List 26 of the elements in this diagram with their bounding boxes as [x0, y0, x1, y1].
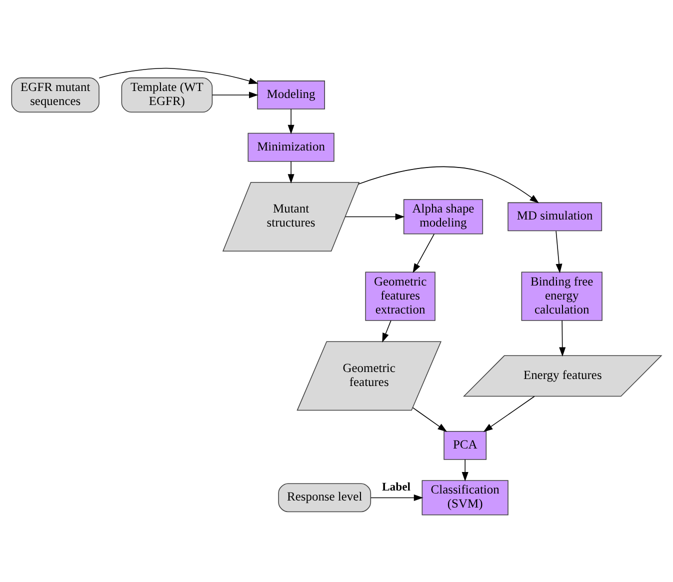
node-box: Geometric features extraction	[365, 271, 436, 320]
arrow	[382, 320, 392, 342]
arrow	[483, 395, 535, 432]
node-box: Template (WT EGFR)	[121, 76, 213, 112]
arrow	[345, 212, 405, 220]
node-box: MD simulation	[508, 202, 602, 231]
arrow	[288, 108, 294, 134]
arrow	[556, 230, 562, 273]
arrow	[288, 160, 294, 183]
edge-label: Label	[382, 480, 411, 494]
arrow	[412, 406, 448, 432]
node-box: Modeling	[257, 80, 325, 109]
node-box: Response level	[278, 482, 372, 512]
arrow	[212, 91, 258, 98]
node-box: Classification (SVM)	[422, 480, 508, 515]
node-box: EGFR mutant sequences	[11, 76, 100, 112]
arrow	[559, 320, 566, 356]
arrow	[358, 166, 540, 203]
arrow	[370, 494, 424, 500]
node-box: Binding free energy calculation	[521, 271, 602, 320]
node-box: Alpha shape modeling	[403, 198, 484, 234]
node-box: PCA	[444, 430, 487, 460]
arrow	[98, 67, 258, 84]
arrow	[462, 458, 468, 481]
node-box: Minimization	[248, 132, 334, 162]
arrow	[412, 233, 435, 272]
